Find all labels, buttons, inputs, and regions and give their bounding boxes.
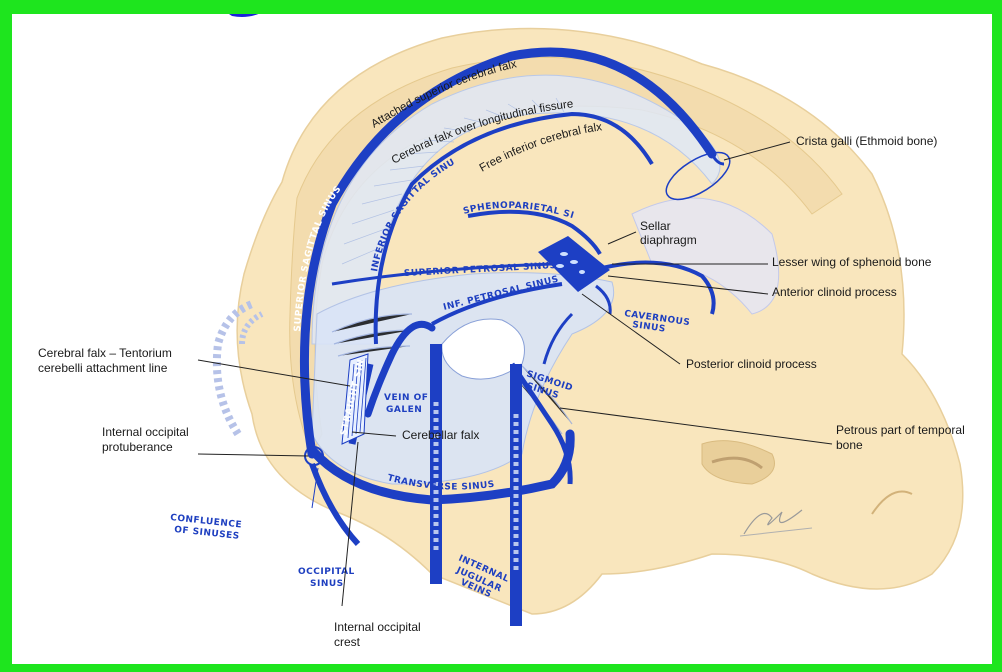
label-int-occ-protuberance-1: Internal occipital (102, 425, 189, 439)
label-petrous-2: bone (836, 438, 863, 452)
label-petrous-1: Petrous part of temporal (836, 423, 965, 437)
label-crista-galli: Crista galli (Ethmoid bone) (796, 134, 937, 148)
text-vein-of-galen-1: VEIN OF (384, 393, 428, 403)
label-lesser-wing: Lesser wing of sphenoid bone (772, 255, 932, 269)
label-sellar-1: Sellar (640, 219, 671, 233)
label-anterior-clinoid: Anterior clinoid process (772, 285, 897, 299)
label-int-occ-crest-1: Internal occipital (334, 620, 421, 634)
label-falx-tentorium-1: Cerebral falx – Tentorium (38, 346, 172, 360)
text-occipital-sinus-1: OCCIPITAL (298, 567, 355, 577)
text-vein-of-galen-2: GALEN (386, 405, 422, 415)
text-occipital-sinus-2: SINUS (310, 579, 344, 589)
dural-venous-sinus-diagram: Attached superior cerebral falx Cerebral… (12, 14, 992, 664)
label-int-occ-crest-2: crest (334, 635, 361, 649)
label-int-occ-protuberance-2: protuberance (102, 440, 173, 454)
label-posterior-clinoid: Posterior clinoid process (686, 357, 817, 371)
label-cerebellar-falx: Cerebellar falx (402, 428, 479, 442)
title-fragment (220, 14, 270, 17)
label-falx-tentorium-2: cerebelli attachment line (38, 361, 168, 375)
label-sellar-2: diaphragm (640, 233, 697, 247)
diagram-panel: Attached superior cerebral falx Cerebral… (12, 14, 992, 664)
